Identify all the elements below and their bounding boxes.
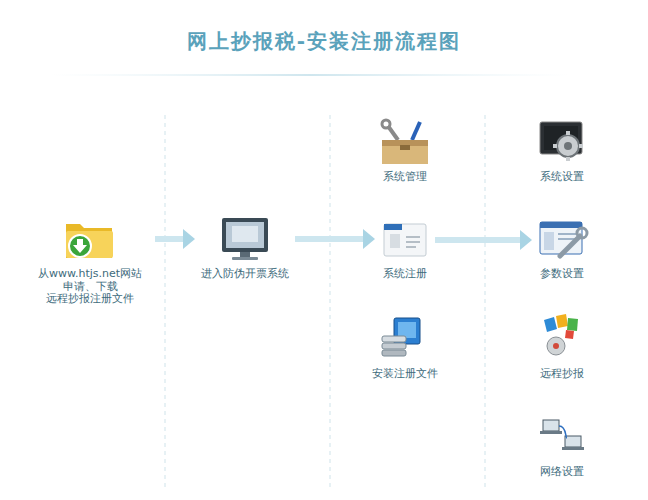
install-icon — [382, 318, 420, 356]
system-settings-icon — [540, 122, 583, 161]
step-node: 系统管理 — [377, 121, 433, 186]
step-label: 系统管理 — [377, 171, 433, 184]
remote-report-icon — [544, 314, 578, 355]
folder-icon — [66, 224, 113, 258]
toolbox-icon — [382, 120, 428, 164]
flow-arrow — [295, 229, 375, 249]
step-node: 参数设置 — [534, 218, 590, 283]
monitor-icon — [222, 218, 268, 260]
diagram-title: 网上抄报税-安装注册流程图 — [0, 28, 648, 55]
step-label: 远程抄报 — [534, 368, 590, 381]
step-label: 进入防伪开票系统 — [197, 268, 293, 281]
parameter-settings-icon — [540, 222, 587, 256]
step-node: 远程抄报 — [534, 316, 590, 383]
column-dividers — [165, 115, 485, 488]
step-label: 网络设置 — [534, 466, 590, 479]
flow-arrow — [435, 230, 532, 250]
title-rule — [50, 74, 570, 76]
flow-arrow — [155, 229, 195, 249]
step-node: 进入防伪开票系统 — [197, 216, 293, 283]
network-settings-icon — [540, 420, 584, 450]
step-node: 系统注册 — [377, 218, 433, 283]
step-node: 系统设置 — [534, 118, 590, 186]
step-node: 从www.htjs.net网站 申请、下载 远程抄报注册文件 — [27, 218, 153, 308]
step-node: 网络设置 — [534, 414, 590, 481]
step-node: 安装注册文件 — [368, 316, 442, 383]
step-label: 从www.htjs.net网站 申请、下载 远程抄报注册文件 — [27, 268, 153, 306]
registration-card-icon — [384, 224, 426, 256]
step-label: 系统注册 — [377, 268, 433, 281]
step-label: 参数设置 — [534, 268, 590, 281]
step-label: 系统设置 — [534, 171, 590, 184]
step-label: 安装注册文件 — [368, 368, 442, 381]
